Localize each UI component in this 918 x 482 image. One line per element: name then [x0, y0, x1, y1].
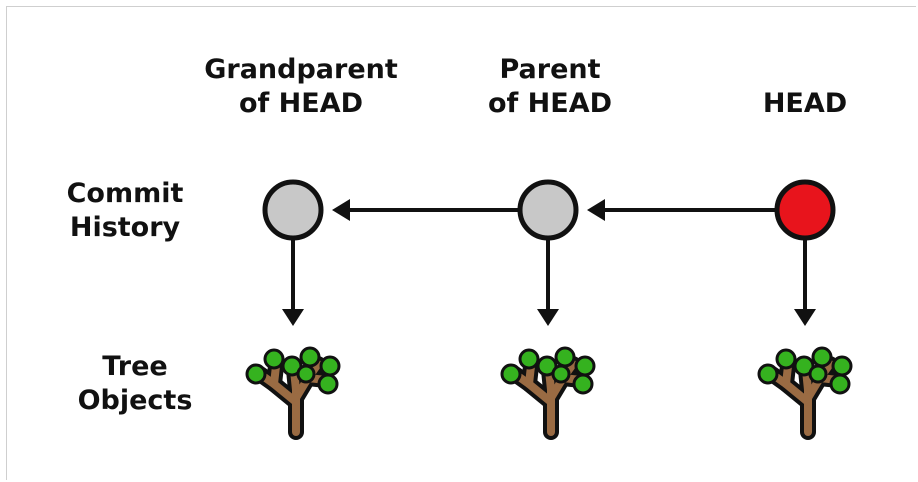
column-label-parent-line2: of HEAD	[487, 88, 613, 119]
arrow-icon	[587, 199, 777, 221]
row-label-commit-history: Commit History	[50, 177, 200, 245]
arrow-icon	[332, 199, 520, 221]
row-label-tree-line2: Objects	[77, 385, 193, 416]
commit-node-head	[774, 179, 836, 241]
tree-icon	[759, 348, 851, 432]
tree-icon	[247, 348, 339, 432]
column-label-parent-line1: Parent	[499, 54, 601, 85]
column-label-grandparent: Grandparent of HEAD	[186, 53, 416, 121]
arrow-icon	[282, 238, 304, 326]
column-label-grandparent-line1: Grandparent	[204, 54, 398, 85]
column-label-grandparent-line2: of HEAD	[238, 88, 364, 119]
row-label-commit-line2: History	[69, 212, 181, 243]
column-label-head: HEAD	[740, 87, 870, 121]
commit-node-grandparent	[262, 179, 324, 241]
arrow-icon	[537, 238, 559, 326]
column-label-head-text: HEAD	[762, 88, 848, 119]
commit-node-parent	[517, 179, 579, 241]
row-label-tree-objects: Tree Objects	[75, 350, 195, 418]
arrow-icon	[794, 238, 816, 326]
diagram-frame	[6, 6, 916, 480]
column-label-parent: Parent of HEAD	[460, 53, 640, 121]
row-label-commit-line1: Commit	[66, 178, 184, 209]
tree-icon	[502, 348, 594, 432]
row-label-tree-line1: Tree	[102, 351, 168, 382]
